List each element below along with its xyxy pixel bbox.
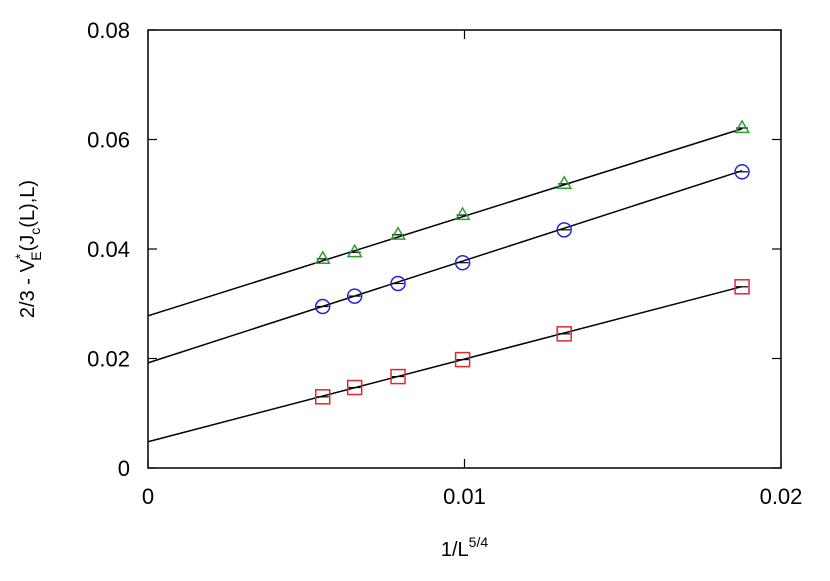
square-marker xyxy=(314,389,331,405)
triangle-marker xyxy=(734,119,751,134)
circle-marker xyxy=(314,298,331,315)
circle-marker xyxy=(556,222,572,238)
square-marker xyxy=(346,379,363,396)
square-marker xyxy=(734,279,750,295)
triangle-marker xyxy=(314,250,331,264)
y-axis-label-post: (L),L) xyxy=(17,180,39,228)
y-axis-label-sub: E xyxy=(28,251,44,260)
x-tick-label: 0 xyxy=(142,484,154,509)
circle-marker xyxy=(390,275,406,292)
circle-marker xyxy=(454,254,471,271)
triangle-marker xyxy=(454,206,471,221)
triangle-marker xyxy=(390,226,406,240)
x-axis-label-base: 1/L xyxy=(441,539,469,561)
axis-ticks xyxy=(147,29,782,469)
x-tick-label: 0.01 xyxy=(443,484,486,509)
y-axis-label-sup: * xyxy=(12,253,28,259)
square-marker xyxy=(454,351,471,368)
tick-labels: 0 0.01 0.02 0 0.02 0.04 0.06 0.08 xyxy=(87,18,802,509)
fit-line-circle xyxy=(147,169,743,364)
y-tick-label: 0 xyxy=(118,456,130,481)
fit-lines xyxy=(147,128,743,443)
y-tick-label: 0.02 xyxy=(87,347,130,372)
triangle-marker xyxy=(556,175,573,189)
fit-line-triangle xyxy=(147,128,743,317)
y-axis-label-sub2: c xyxy=(27,228,43,235)
square-marker xyxy=(556,326,572,342)
y-tick-label: 0.04 xyxy=(87,237,130,262)
fit-line-square xyxy=(147,285,743,443)
triangle-marker xyxy=(346,243,363,258)
x-tick-label: 0.02 xyxy=(760,484,803,509)
y-axis-label-pre: 2/3 - V xyxy=(17,259,39,319)
circle-marker xyxy=(346,288,363,304)
circle-marker xyxy=(734,164,750,180)
y-tick-label: 0.06 xyxy=(87,128,130,153)
y-axis-label-mid: (J xyxy=(17,235,39,252)
y-tick-label: 0.08 xyxy=(87,18,130,43)
square-marker xyxy=(390,368,406,385)
x-axis-label: 1/L5/4 xyxy=(441,534,488,561)
data-markers xyxy=(314,119,751,405)
x-axis-label-sup: 5/4 xyxy=(469,534,489,550)
plot-frame xyxy=(147,29,782,469)
y-axis-label: 2/3 - V*E(Jc(L),L) xyxy=(12,180,44,318)
